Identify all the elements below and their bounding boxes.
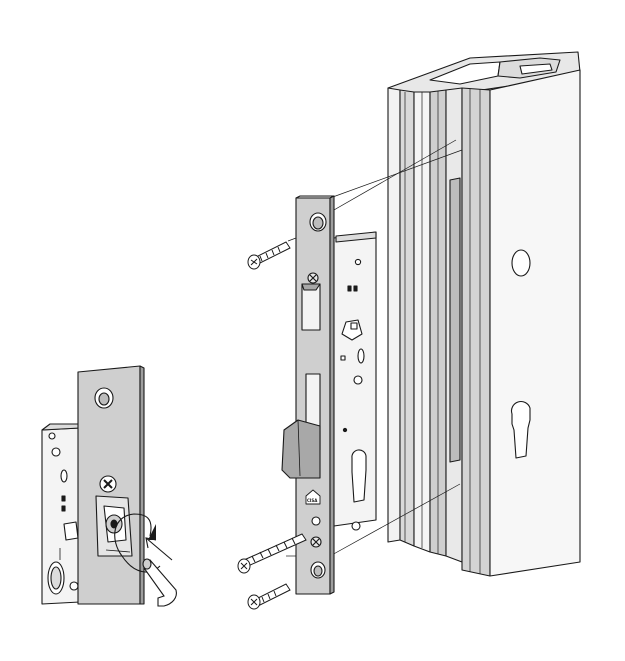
detail-view bbox=[41, 365, 145, 605]
screw-icon bbox=[247, 583, 291, 610]
hex-key-icon bbox=[142, 558, 177, 607]
screw-icon bbox=[237, 533, 307, 574]
brand-logo-text: CISA bbox=[307, 498, 318, 503]
screw-icon bbox=[247, 241, 291, 270]
rotation-arrow-icon bbox=[114, 513, 161, 573]
aluminium-profile bbox=[387, 51, 581, 577]
brand-logo-icon: CISA bbox=[305, 489, 321, 505]
lock-faceplate: CISA bbox=[281, 195, 335, 595]
direction-arrow-icon bbox=[145, 537, 173, 561]
